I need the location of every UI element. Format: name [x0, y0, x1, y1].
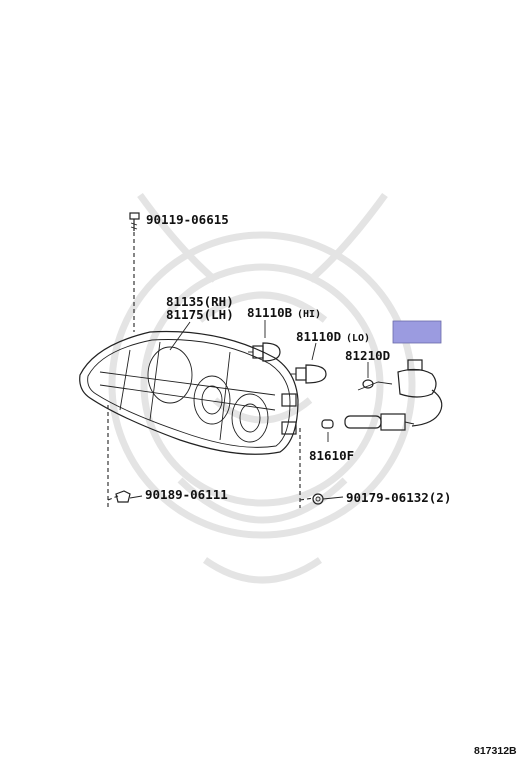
label-lamp-lh: 81175(LH) [166, 307, 234, 322]
bolt-icon [129, 212, 140, 231]
label-small-bulb: 81610F [309, 448, 354, 463]
label-bulb-hi: 81110B [247, 305, 293, 320]
watermark-emblem [108, 192, 416, 584]
headlamp-housing-icon [79, 330, 299, 455]
label-lamp-rh: 81135(RH) [166, 294, 234, 309]
label-bulb-hi-tag: (HI) [297, 309, 321, 320]
small-bulb-icon [321, 419, 334, 429]
bulb-harness-icon [344, 359, 443, 431]
bulb-hi-icon [248, 342, 281, 362]
clip-icon [115, 490, 131, 503]
bulb-lo-icon [291, 364, 327, 384]
label-socket: 81210D [345, 348, 390, 363]
leader-lines [107, 232, 369, 508]
socket-icon [357, 379, 393, 391]
highlight-box[interactable] [392, 320, 442, 344]
label-bulb-lo-tag: (LO) [346, 333, 370, 344]
label-clip: 90189-06111 [145, 487, 228, 502]
nut-icon [312, 493, 324, 505]
footer-code: 817312B [474, 745, 517, 757]
label-nut: 90179-06132(2) [346, 490, 451, 505]
label-bolt: 90119-06615 [146, 212, 229, 227]
label-bulb-lo: 81110D [296, 329, 341, 344]
